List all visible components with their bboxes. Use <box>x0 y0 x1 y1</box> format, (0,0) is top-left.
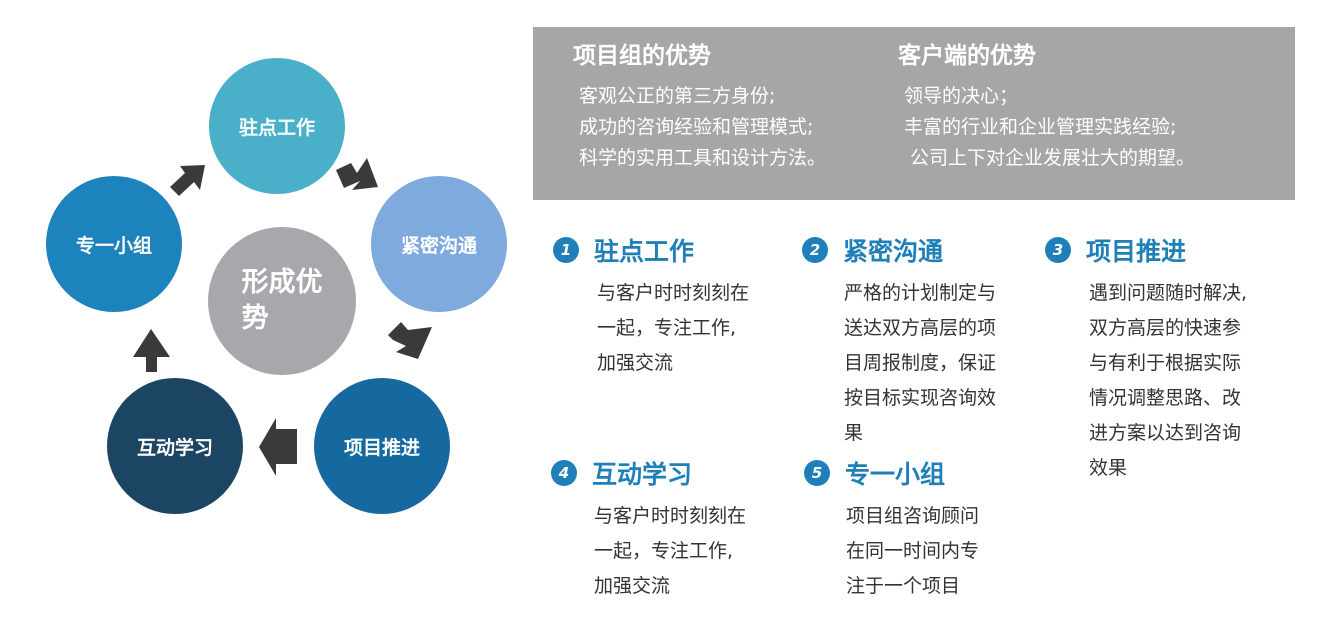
advantages-panel: 项目组的优势 客观公正的第三方身份; 成功的咨询经验和管理模式; 科学的实用工具… <box>533 27 1295 200</box>
arrow-icon <box>170 165 205 196</box>
item-desc-line: 送达双方高层的项 <box>844 317 997 339</box>
item-desc-line: 严格的计划制定与 <box>844 282 997 304</box>
item-station-work: 1 驻点工作 与客户时时刻刻在 一起，专注工作, 加强交流 <box>553 232 749 381</box>
client-advantages-title: 客户端的优势 <box>898 43 1036 69</box>
team-advantage-line: 客观公正的第三方身份; <box>579 85 776 107</box>
cycle-diagram: 形成优 势 驻点工作 紧密沟通 项目推进 互动学习 专一小组 <box>0 0 520 619</box>
cycle-arrows <box>133 158 432 476</box>
team-advantage-line: 科学的实用工具和设计方法。 <box>579 147 827 169</box>
cycle-node-project-progress: 项目推进 <box>314 378 450 514</box>
arrow-icon <box>336 158 378 190</box>
cycle-node-close-communication: 紧密沟通 <box>371 176 507 312</box>
item-number-badge: 1 <box>553 237 579 263</box>
item-desc-line: 一起，专注工作, <box>597 317 737 339</box>
item-desc-line: 一起，专注工作, <box>594 540 734 562</box>
client-advantage-line: 丰富的行业和企业管理实践经验; <box>904 116 1177 138</box>
item-desc-line: 与有利于根据实际 <box>1089 352 1242 374</box>
item-desc-line: 加强交流 <box>594 575 671 597</box>
arrow-icon <box>133 329 170 372</box>
arrow-icon <box>259 418 297 476</box>
item-desc-line: 与客户时时刻刻在 <box>597 282 750 304</box>
item-desc-line: 在同一时间内专 <box>846 540 980 562</box>
item-desc-line: 加强交流 <box>597 352 674 374</box>
item-title: 专一小组 <box>845 460 946 489</box>
cycle-node-interactive-learning: 互动学习 <box>107 378 243 514</box>
client-advantages: 客户端的优势 领导的决心； 丰富的行业和企业管理实践经验; 公司上下对企业发展壮… <box>898 39 1195 174</box>
cycle-node-station-work: 驻点工作 <box>209 58 345 194</box>
item-desc-line: 目周报制度，保证 <box>844 352 997 374</box>
item-desc-line: 进方案以达到咨询 <box>1089 422 1242 444</box>
item-desc-line: 与客户时时刻刻在 <box>594 505 747 527</box>
client-advantage-line: 公司上下对企业发展壮大的期望。 <box>910 147 1196 169</box>
item-desc-line: 项目组咨询顾问 <box>846 505 980 527</box>
item-interactive-learning: 4 互动学习 与客户时时刻刻在 一起，专注工作, 加强交流 <box>551 455 746 604</box>
team-advantages-title: 项目组的优势 <box>573 43 711 69</box>
item-close-communication: 2 紧密沟通 严格的计划制定与 送达双方高层的项 目周报制度，保证 按目标实现咨… <box>802 232 996 451</box>
cycle-node-label: 紧密沟通 <box>400 234 477 257</box>
item-number-badge: 2 <box>802 237 828 263</box>
item-desc-line: 效果 <box>1089 457 1128 479</box>
cycle-node-label: 项目推进 <box>343 436 420 459</box>
cycle-center-label-line1: 形成优 <box>241 267 323 298</box>
item-desc-line: 注于一个项目 <box>846 575 961 597</box>
item-title: 紧密沟通 <box>843 237 944 266</box>
item-desc-line: 双方高层的快速参 <box>1089 317 1242 339</box>
item-title: 驻点工作 <box>594 237 695 266</box>
cycle-node-label: 专一小组 <box>75 234 152 257</box>
item-number-badge: 3 <box>1045 237 1071 263</box>
item-title: 项目推进 <box>1086 237 1187 266</box>
item-title: 互动学习 <box>592 460 693 489</box>
item-number-badge: 5 <box>804 460 830 486</box>
cycle-node-label: 驻点工作 <box>238 116 315 139</box>
item-desc-line: 遇到问题随时解决, <box>1089 282 1248 304</box>
item-desc-line: 情况调整思路、改 <box>1089 387 1242 409</box>
client-advantage-line: 领导的决心； <box>904 85 1019 107</box>
team-advantages: 项目组的优势 客观公正的第三方身份; 成功的咨询经验和管理模式; 科学的实用工具… <box>573 39 826 174</box>
arrow-icon <box>388 322 432 359</box>
item-desc-line: 按目标实现咨询效 <box>844 387 997 409</box>
cycle-center-label-line2: 势 <box>241 303 269 334</box>
item-dedicated-team: 5 专一小组 项目组咨询顾问 在同一时间内专 注于一个项目 <box>804 455 979 604</box>
item-number-badge: 4 <box>551 460 577 486</box>
cycle-node-dedicated-team: 专一小组 <box>46 176 182 312</box>
cycle-center: 形成优 势 <box>208 227 356 375</box>
item-desc-line: 果 <box>844 422 864 444</box>
cycle-node-label: 互动学习 <box>136 436 213 459</box>
item-project-progress: 3 项目推进 遇到问题随时解决, 双方高层的快速参 与有利于根据实际 情况调整思… <box>1045 232 1247 486</box>
team-advantage-line: 成功的咨询经验和管理模式; <box>579 116 814 138</box>
